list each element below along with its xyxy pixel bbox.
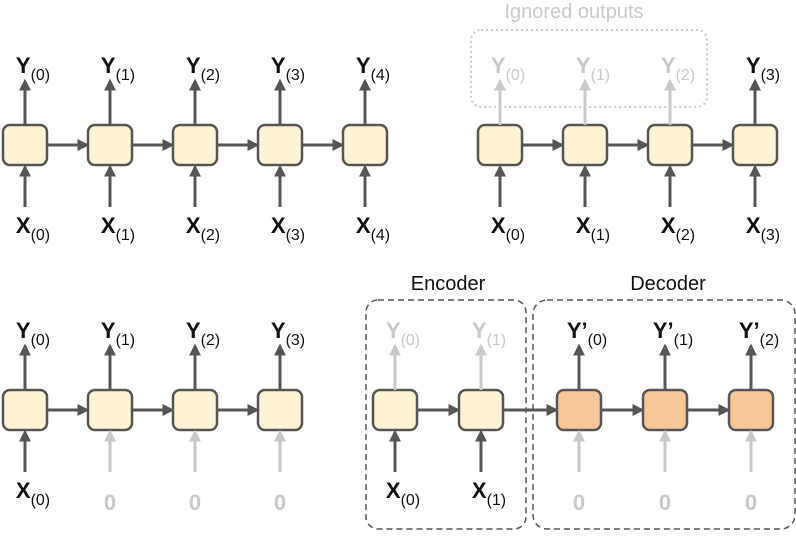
seq2seq-cell <box>171 123 219 167</box>
encdec-cell <box>727 388 775 432</box>
seq2vec-output-label: Y(2) <box>661 53 695 84</box>
seq2seq-cell <box>341 123 389 167</box>
encdec-output-label: Y(0) <box>386 318 420 349</box>
ignored-outputs-caption: Ignored outputs <box>505 1 644 23</box>
vec2seq-output-label: Y(3) <box>271 318 305 349</box>
seq2vec-output-label: Y(0) <box>491 53 525 84</box>
vec2seq-cell <box>171 388 219 432</box>
encdec-zero-input-label: 0 <box>745 490 757 515</box>
seq2seq-output-label: Y(1) <box>101 53 135 84</box>
vec2seq-cell <box>1 388 49 432</box>
seq2vec-input-label: X(2) <box>661 213 695 244</box>
vec2seq-zero-input-label: 0 <box>189 490 201 515</box>
encdec-cell <box>371 388 419 432</box>
encdec-cell <box>641 388 689 432</box>
encdec-zero-input-label: 0 <box>573 490 585 515</box>
ignored-outputs-box <box>470 29 708 108</box>
seq2vec-output-label: Y(3) <box>746 53 780 84</box>
seq2vec-input-label: X(1) <box>576 213 610 244</box>
seq2seq-input-label: X(0) <box>16 213 50 244</box>
seq2seq-cell <box>1 123 49 167</box>
seq2seq-input-label: X(1) <box>101 213 135 244</box>
encdec-cell <box>555 388 603 432</box>
seq2seq-input-label: X(2) <box>186 213 220 244</box>
seq2seq-output-label: Y(0) <box>16 53 50 84</box>
vec2seq-zero-input-label: 0 <box>104 490 116 515</box>
encdec-output-label: Y’(0) <box>567 318 607 349</box>
seq2seq-output-label: Y(4) <box>356 53 390 84</box>
vec2seq-zero-input-label: 0 <box>274 490 286 515</box>
seq2seq-output-label: Y(3) <box>271 53 305 84</box>
vec2seq-output-label: Y(2) <box>186 318 220 349</box>
seq2vec-cell <box>561 123 609 167</box>
encdec-output-label: Y(1) <box>472 318 506 349</box>
decoder-caption: Decoder <box>630 273 706 295</box>
seq2vec-input-label: X(3) <box>746 213 780 244</box>
vec2seq-cell <box>256 388 304 432</box>
seq2seq-output-label: Y(2) <box>186 53 220 84</box>
decoder-box <box>532 299 796 530</box>
encdec-output-label: Y’(2) <box>739 318 779 349</box>
encdec-zero-input-label: 0 <box>659 490 671 515</box>
encdec-cell <box>457 388 505 432</box>
seq2seq-input-label: X(3) <box>271 213 305 244</box>
encdec-input-label: X(0) <box>386 478 420 509</box>
vec2seq-output-label: Y(1) <box>101 318 135 349</box>
encdec-output-label: Y’(1) <box>653 318 693 349</box>
seq2seq-cell <box>256 123 304 167</box>
vec2seq-output-label: Y(0) <box>16 318 50 349</box>
vec2seq-cell <box>86 388 134 432</box>
encoder-caption: Encoder <box>411 273 486 295</box>
vec2seq-input-label: X(0) <box>16 478 50 509</box>
seq2vec-cell <box>646 123 694 167</box>
seq2vec-cell <box>476 123 524 167</box>
seq2seq-input-label: X(4) <box>356 213 390 244</box>
seq2vec-cell <box>731 123 779 167</box>
seq2vec-output-label: Y(1) <box>576 53 610 84</box>
encoder-box <box>365 299 527 530</box>
seq2vec-input-label: X(0) <box>491 213 525 244</box>
encdec-input-label: X(1) <box>472 478 506 509</box>
seq2seq-cell <box>86 123 134 167</box>
